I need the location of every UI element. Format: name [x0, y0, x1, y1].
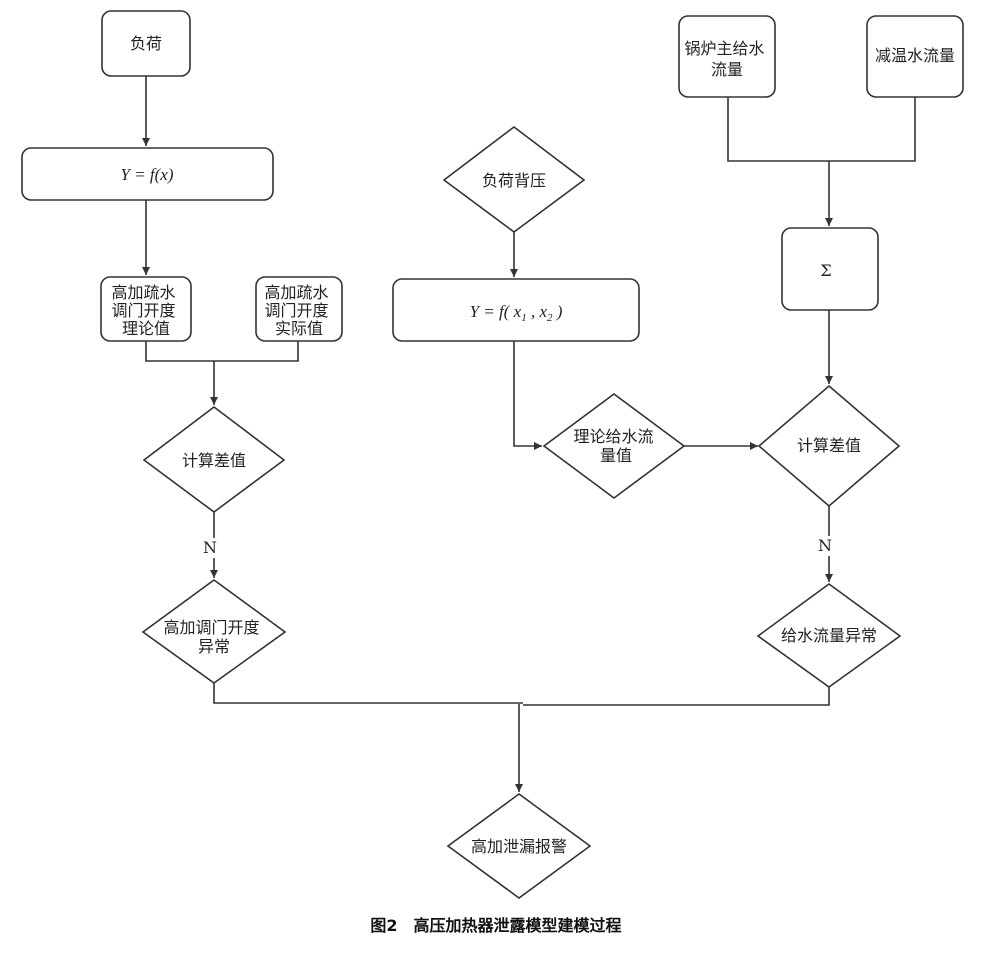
node-sum: Σ: [781, 227, 879, 311]
node-load-left: 负荷: [101, 10, 191, 77]
edge-valves-join: [145, 341, 299, 362]
decision-valve-abnormal: 高加调门开度 异常: [141, 579, 287, 684]
formula-left-text: Y = f(x): [120, 165, 173, 184]
connectors: [142, 76, 916, 792]
svg-text:高加调门开度 异常: 高加调门开度 异常: [163, 618, 264, 656]
edge-label-n-right: N: [818, 536, 832, 555]
node-formula-middle: Y = f( x1 , x2 ): [392, 278, 640, 342]
svg-text:理论给水流 量值: 理论给水流 量值: [573, 427, 658, 465]
svg-text:高加疏水 调门开度 理论值: 高加疏水 调门开度 理论值: [111, 283, 180, 338]
edge-flows-join: [727, 97, 916, 162]
svg-text:高加疏水 调门开度 实际值: 高加疏水 调门开度 实际值: [264, 283, 333, 338]
decision-load-backpressure: 负荷背压: [442, 125, 586, 233]
decision-calc-diff-right: 计算差值: [757, 384, 901, 508]
edge-valve-abnormal-merge: [213, 683, 523, 704]
svg-text:负荷: 负荷: [130, 34, 162, 53]
formula-middle-text: Y = f( x1 , x2 ): [470, 302, 563, 324]
node-desuperheat-flow: 减温水流量: [866, 15, 964, 98]
svg-text:负荷背压: 负荷背压: [482, 171, 546, 190]
decision-alarm: 高加泄漏报警: [446, 793, 592, 899]
decision-feedwater-abnormal: 给水流量异常: [756, 583, 902, 688]
edge-formula-to-flow: [513, 341, 542, 450]
figure-caption: 图2 高压加热器泄露模型建模过程: [370, 916, 621, 935]
edge-feedwater-abnormal-merge: [523, 687, 830, 706]
svg-text:给水流量异常: 给水流量异常: [781, 626, 877, 645]
svg-text:计算差值: 计算差值: [182, 451, 246, 470]
sigma-symbol: Σ: [820, 261, 831, 280]
svg-text:减温水流量: 减温水流量: [875, 46, 955, 65]
node-valve-actual: 高加疏水 调门开度 实际值: [255, 276, 343, 342]
node-boiler-feedwater: 锅炉主给水 流量: [678, 15, 776, 98]
node-formula-left: Y = f(x): [21, 147, 274, 201]
node-valve-theoretical: 高加疏水 调门开度 理论值: [100, 276, 192, 342]
svg-text:锅炉主给水 流量: 锅炉主给水 流量: [684, 39, 769, 79]
edge-label-n-left: N: [203, 538, 217, 557]
svg-text:高加泄漏报警: 高加泄漏报警: [471, 837, 567, 856]
decision-calc-diff-left: 计算差值: [142, 405, 286, 513]
svg-text:计算差值: 计算差值: [797, 436, 861, 455]
decision-theoretical-flow: 理论给水流 量值: [542, 393, 686, 499]
